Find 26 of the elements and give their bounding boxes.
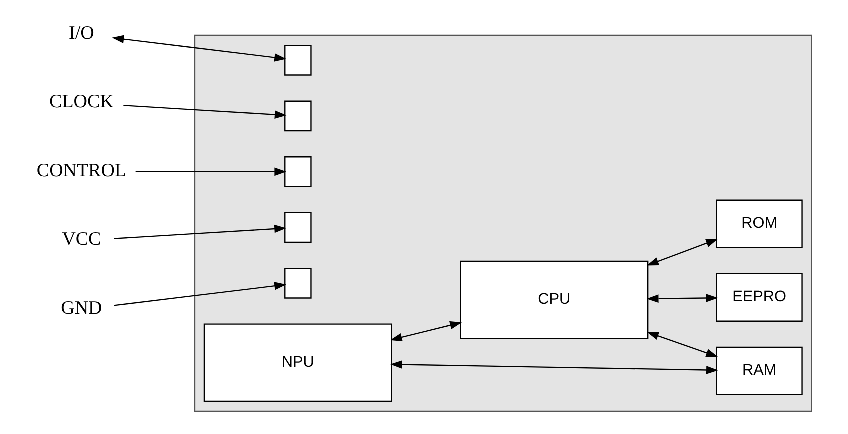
node-box bbox=[284, 268, 312, 299]
node-box: NPU bbox=[203, 324, 392, 402]
node-text: I/O bbox=[68, 22, 94, 44]
node-box bbox=[284, 45, 312, 76]
node-box: ROM bbox=[716, 200, 802, 248]
node-text: CONTROL bbox=[36, 160, 126, 182]
node-text: GND bbox=[60, 298, 102, 320]
arrow bbox=[112, 35, 286, 62]
node-box: EEPRO bbox=[716, 273, 802, 322]
node-box: CPU bbox=[460, 260, 648, 340]
arrow bbox=[646, 294, 718, 303]
node-box bbox=[284, 156, 312, 188]
node-box bbox=[284, 100, 312, 132]
arrow bbox=[113, 282, 286, 306]
arrow bbox=[123, 105, 286, 119]
arrow bbox=[646, 332, 718, 358]
node-box bbox=[284, 212, 312, 244]
node-text: VCC bbox=[62, 229, 101, 250]
arrow bbox=[390, 360, 718, 374]
arrow bbox=[390, 321, 462, 342]
node-box: RAM bbox=[716, 346, 802, 396]
arrow bbox=[135, 168, 286, 176]
cluster bbox=[194, 34, 812, 412]
arrow bbox=[646, 239, 718, 266]
arrow bbox=[114, 224, 286, 240]
node-text: CLOCK bbox=[49, 92, 114, 113]
